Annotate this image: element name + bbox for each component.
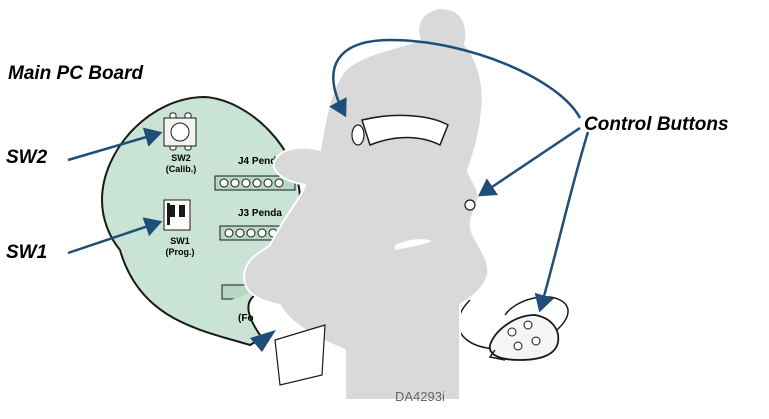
j4-connector [214, 175, 296, 191]
control-arrow-back [329, 38, 582, 119]
sw1-arrow [67, 217, 163, 255]
control-arrow-foot [534, 131, 590, 313]
control-buttons-label: Control Buttons [584, 114, 729, 135]
sw2-arrow [67, 127, 163, 162]
chair-silhouette [243, 6, 490, 401]
board-j4-label: J4 Penda [238, 156, 282, 167]
sw2-switch [163, 112, 197, 151]
board-arrow [250, 330, 276, 352]
foot-pedal-control [488, 314, 560, 361]
sw2-callout-label: SW2 [6, 147, 48, 168]
pc-board-callout: SW2 (Calib.) SW1 (Prog.) J4 Penda J3 Pen… [100, 95, 302, 347]
side-control-button [464, 199, 476, 211]
board-j3-label: J3 Penda [238, 208, 282, 219]
sw1-dip-switch [163, 199, 191, 231]
board-sw1-sub: (Prog.) [166, 247, 195, 257]
main-pc-board-title: Main PC Board [8, 63, 144, 84]
board-sw2-label: SW2 [171, 153, 191, 163]
board-sw1-label: SW1 [170, 236, 190, 246]
leader-arrows [67, 38, 590, 313]
figure-id: DA4293i [395, 389, 445, 404]
board-sw2-sub: (Calib.) [166, 164, 197, 174]
control-arrow-side [477, 126, 581, 197]
board-foot-label: (Fo [238, 313, 254, 324]
sw1-callout-label: SW1 [6, 242, 48, 263]
